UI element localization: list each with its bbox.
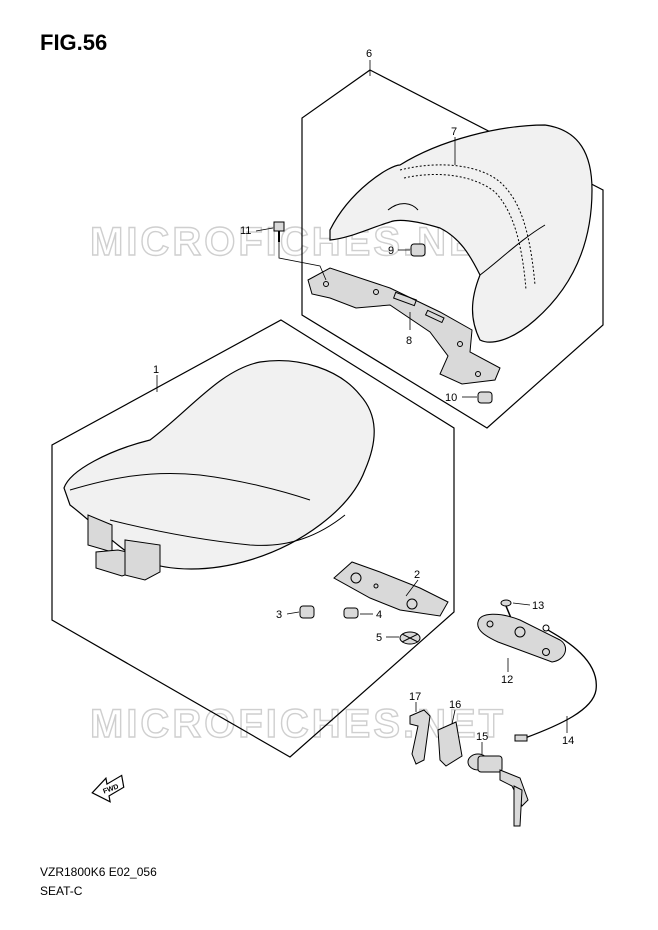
callout-16: 16 — [449, 699, 461, 711]
lock-bracket-part-12 — [477, 613, 567, 663]
nut-part-4 — [343, 607, 359, 619]
cable-end — [514, 734, 528, 742]
figure-title: FIG.56 — [40, 30, 107, 55]
callout-6: 6 — [366, 48, 372, 60]
group-frame-rider-seat — [51, 319, 455, 758]
callout-15: 15 — [476, 731, 488, 743]
callout-7: 7 — [451, 126, 457, 138]
grommet-part-5 — [399, 631, 421, 645]
callout-4: 4 — [376, 609, 382, 621]
footer-section-name: SEAT-C — [40, 884, 83, 898]
lock-set-part-15 — [467, 753, 529, 827]
seat-bracket-lower — [333, 561, 449, 617]
nut-part-10 — [477, 391, 493, 404]
forward-direction-arrow-icon: FWD — [91, 774, 125, 803]
bolt-part-11 — [273, 221, 285, 242]
seat-bracket-upper — [307, 267, 501, 385]
passenger-seat — [329, 124, 593, 343]
callout-9: 9 — [388, 245, 394, 257]
watermark-bottom: MICROFICHES.NET — [90, 702, 506, 746]
callout-5: 5 — [376, 632, 382, 644]
callout-11: 11 — [240, 225, 251, 237]
nut-part-9 — [410, 243, 426, 257]
seat-lock-cable — [524, 629, 597, 739]
callout-13: 13 — [532, 600, 544, 612]
rider-seat — [63, 360, 375, 581]
callout-10: 10 — [445, 392, 457, 404]
callout-3: 3 — [276, 609, 282, 621]
group-frame-passenger-seat — [301, 69, 604, 429]
nut-part-3 — [299, 605, 315, 619]
callout-14: 14 — [562, 735, 574, 747]
callout-1: 1 — [153, 364, 159, 376]
callout-17: 17 — [409, 691, 421, 703]
screw-part-13 — [500, 599, 512, 619]
callout-12: 12 — [501, 674, 513, 686]
callout-2: 2 — [414, 569, 420, 581]
clip-part-17 — [409, 709, 431, 765]
footer-model-code: VZR1800K6 E02_056 — [40, 865, 157, 879]
callout-8: 8 — [406, 335, 412, 347]
cover-part-16 — [437, 721, 463, 767]
